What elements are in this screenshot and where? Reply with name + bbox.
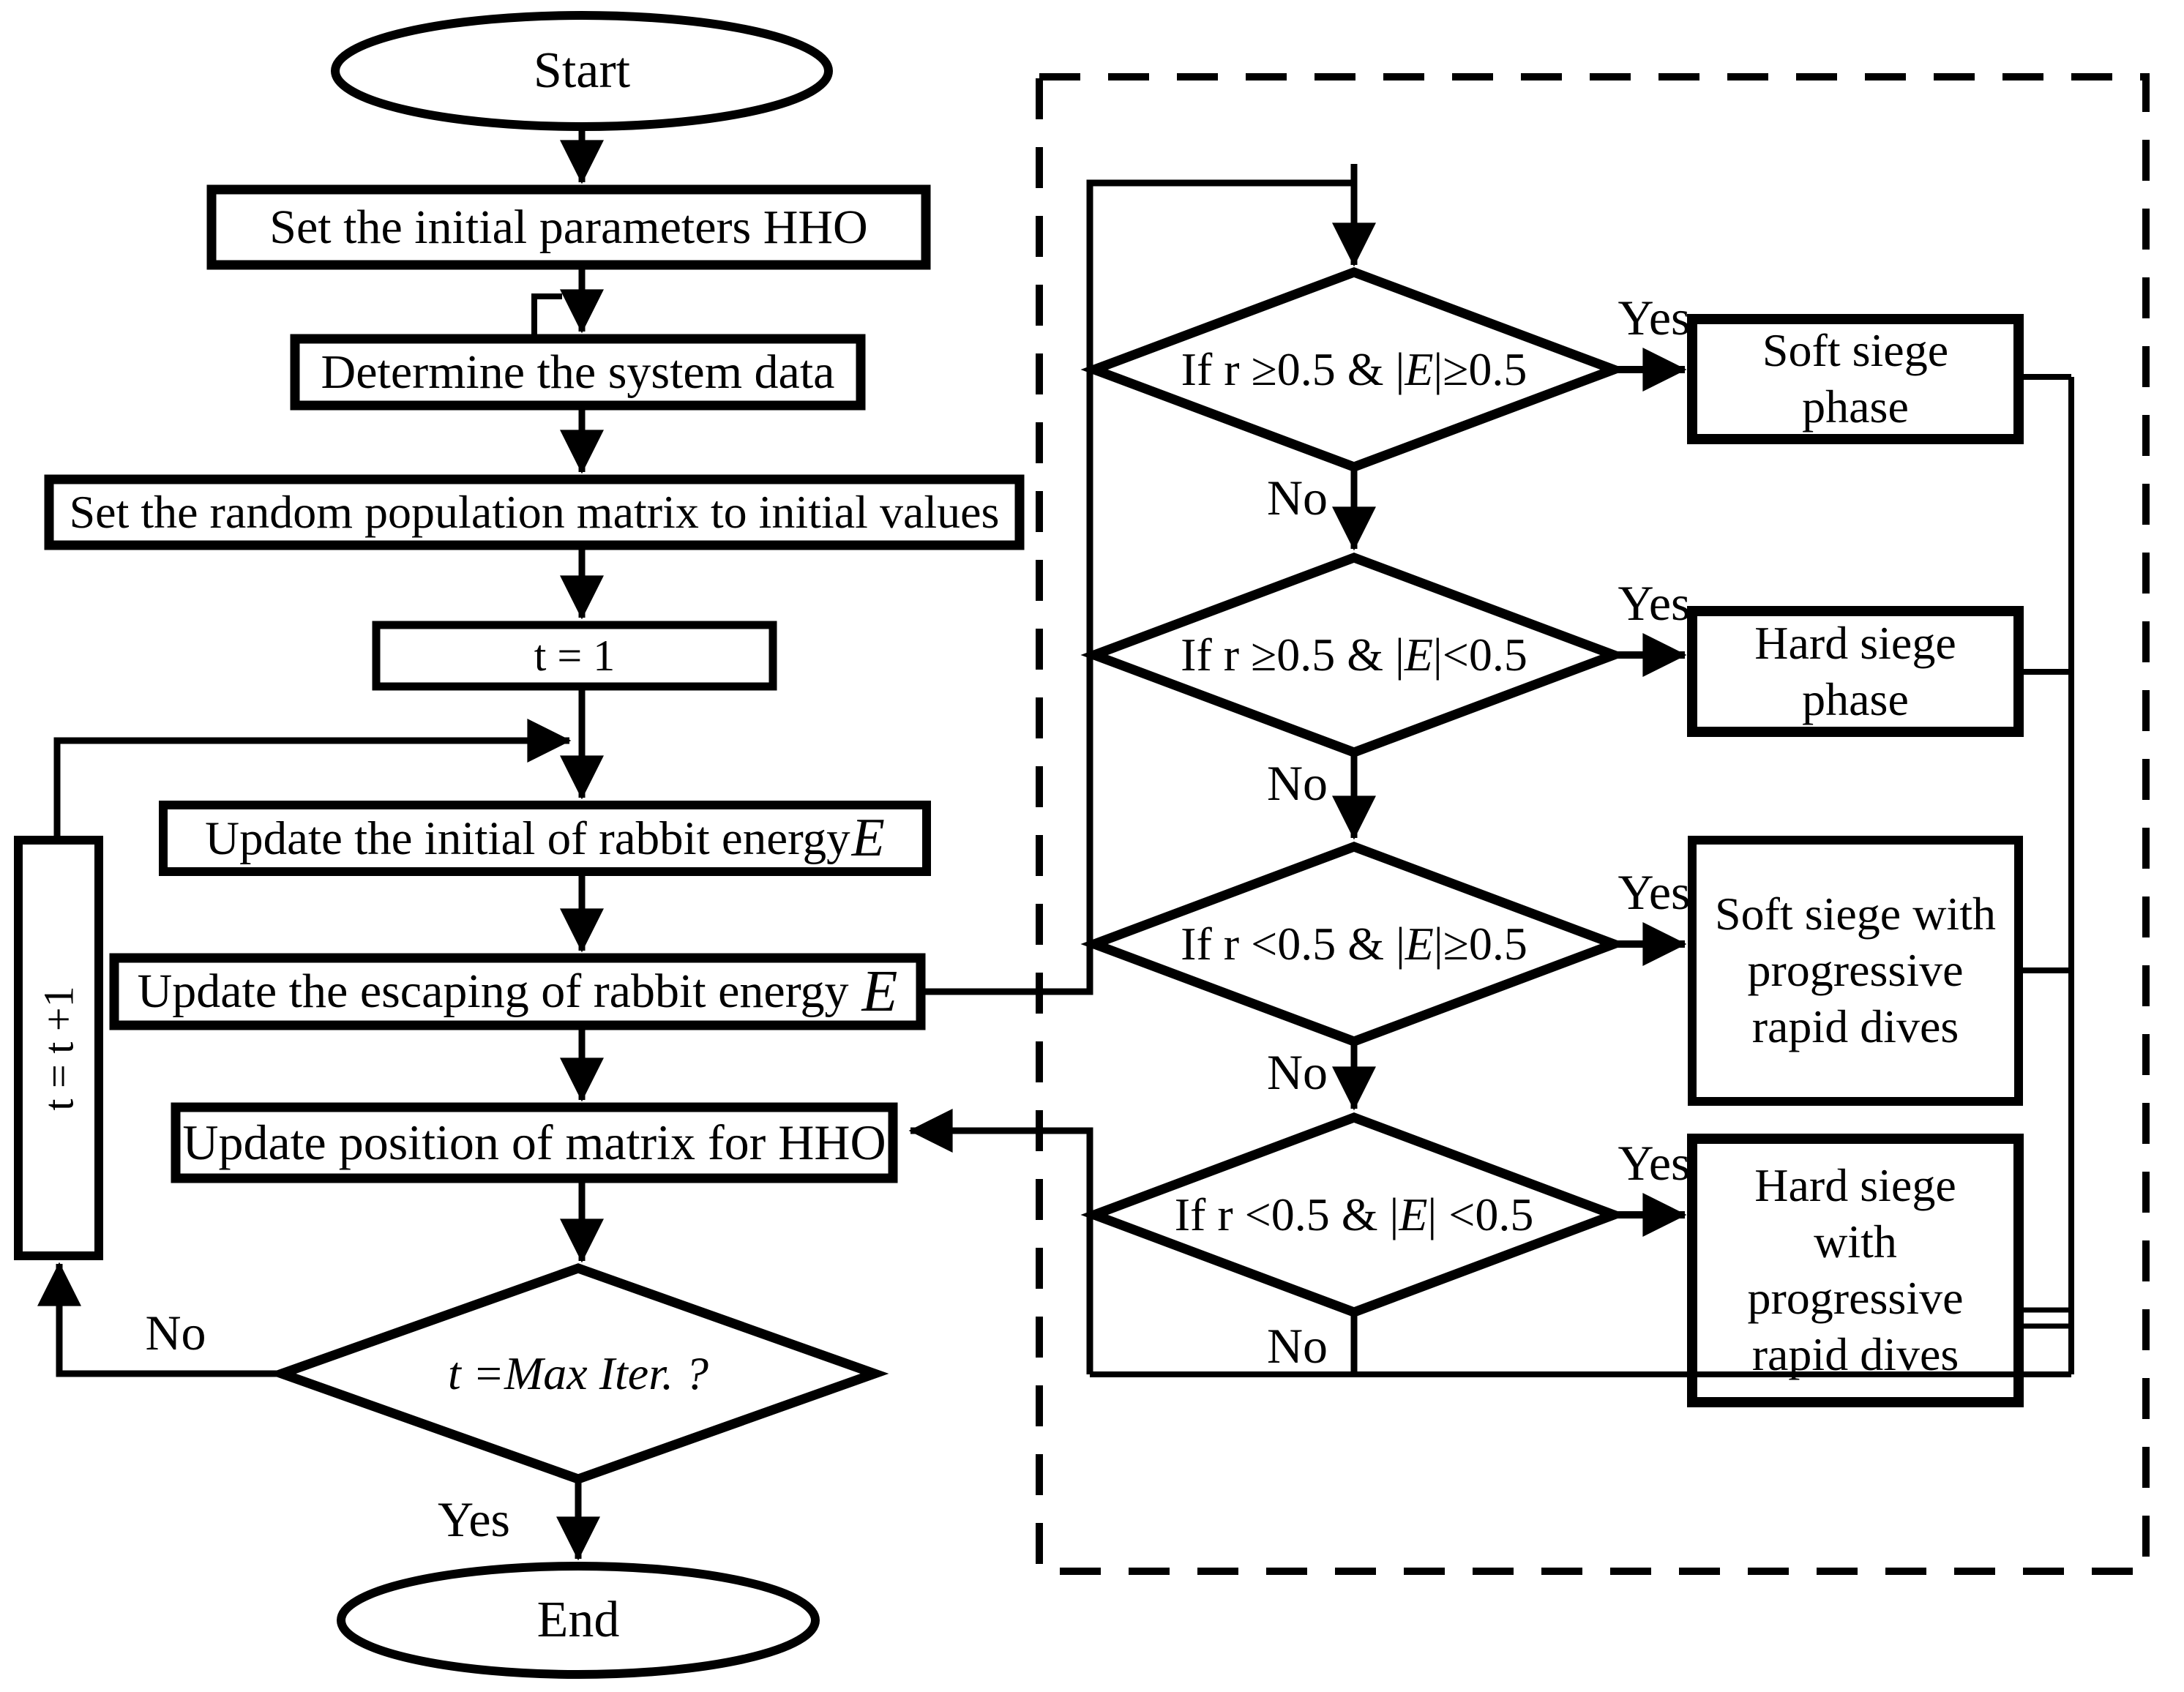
diamond2-no-label: No [1266, 755, 1328, 811]
end-label: End [536, 1592, 620, 1648]
loop-increment-label: t = t +1 [34, 985, 83, 1111]
result-box-4 [1687, 1134, 2024, 1407]
result1-label: Soft siege phase [1699, 324, 2011, 433]
loop-increment-box [14, 836, 103, 1260]
decision-yes-label: Yes [438, 1491, 510, 1548]
result2-label: Hard siege phase [1699, 616, 2011, 725]
diamond3-no-label: No [1266, 1044, 1328, 1100]
diamond1-E: E [1405, 342, 1434, 395]
diamond2-pre: If r ≥ [1181, 628, 1277, 681]
loop-feedback-line [53, 719, 572, 840]
diamond3-label: If r < 0.5 & |E|≥0.5 [1105, 900, 1603, 988]
decision-label: t =Max Iter. ? [448, 1347, 708, 1399]
end-ellipse [337, 1562, 820, 1679]
diamond1-no-label: No [1266, 469, 1328, 525]
diamond1-yes-label: Yes [1618, 290, 1691, 346]
diamond3-pre: If r < [1181, 917, 1278, 970]
result4-line2: with [1814, 1216, 1897, 1268]
result3-line1: Soft siege with [1715, 888, 1996, 940]
arrow-jog-detail [531, 293, 562, 337]
result3-line3: rapid dives [1751, 1000, 1959, 1052]
entry-line-to-diamond1 [921, 179, 1376, 995]
diamond4-pre: If r < [1174, 1188, 1271, 1240]
step4-box [372, 621, 777, 691]
result4-line4: rapid dives [1751, 1328, 1959, 1380]
step6-text: Update the escaping of rabbit energy [137, 965, 849, 1019]
diamond3-E: E [1405, 917, 1434, 970]
step7-label: Update position of matrix for HHO [182, 1114, 886, 1170]
step2-box [290, 334, 866, 411]
step2-label: Determine the system data [321, 345, 835, 399]
step1-label: Set the initial parameters HHO [269, 200, 868, 254]
diamond3-post: |≥0.5 [1433, 917, 1527, 970]
diamond1-pre: If r ≥ [1181, 342, 1277, 395]
start-label: Start [533, 42, 631, 99]
diamond2-E: E [1404, 628, 1433, 681]
step1-box [206, 184, 931, 270]
result3-line2: progressive [1747, 944, 1964, 997]
diamond2-post: |<0.5 [1432, 628, 1527, 681]
decision-no-label: No [145, 1305, 206, 1361]
result4-label: Hard siege with progressive rapid dives [1699, 1153, 2011, 1388]
diamond1-label: If r ≥0.5 & |E|≥0.5 [1105, 326, 1603, 413]
loop-increment-label-wrap: t = t +1 [18, 840, 99, 1256]
diamond4-yes-label: Yes [1618, 1135, 1691, 1191]
step6-energy-symbol: E [861, 959, 898, 1024]
step3-box [44, 474, 1025, 550]
diamond4-label: If r < 0.5 & |E| <0.5 [1105, 1171, 1603, 1259]
diamond4-mid: 0.5 & | [1271, 1188, 1399, 1240]
diamond1-post: |≥0.5 [1433, 342, 1527, 395]
result1-line2: phase [1802, 381, 1909, 433]
result4-line1: Hard siege [1754, 1159, 1956, 1212]
step4-label: t = 1 [534, 632, 616, 680]
step7-box [171, 1102, 898, 1183]
result1-line1: Soft siege [1762, 324, 1949, 377]
step5-text: Update the initial of rabbit energy [205, 812, 850, 865]
step5-box [159, 801, 931, 876]
result3-label: Soft siege with progressive rapid dives [1699, 855, 2011, 1087]
diamond1-mid: 0.5 & | [1276, 342, 1405, 395]
no-branch-line [37, 1262, 282, 1377]
result2-line2: phase [1802, 673, 1909, 725]
diamond3-yes-label: Yes [1618, 864, 1691, 921]
step3-label: Set the random population matrix to init… [69, 485, 1000, 538]
dashed-group-border [1036, 73, 2150, 1575]
step5-energy-symbol: E [851, 808, 885, 869]
result4-line3: progressive [1747, 1272, 1964, 1324]
diamond2-label: If r ≥ 0.5 & |E|<0.5 [1105, 611, 1603, 699]
diamond4-post: | <0.5 [1427, 1188, 1534, 1240]
return-line-to-step7 [908, 1109, 1093, 1374]
result2-line1: Hard siege [1754, 616, 1956, 669]
diamond2-yes-label: Yes [1618, 575, 1691, 632]
diamond4-no-label: No [1266, 1317, 1328, 1374]
diamond4-E: E [1399, 1188, 1428, 1240]
diamond2-mid: 0.5 & | [1276, 628, 1405, 681]
diamond3-mid: 0.5 & | [1277, 917, 1405, 970]
